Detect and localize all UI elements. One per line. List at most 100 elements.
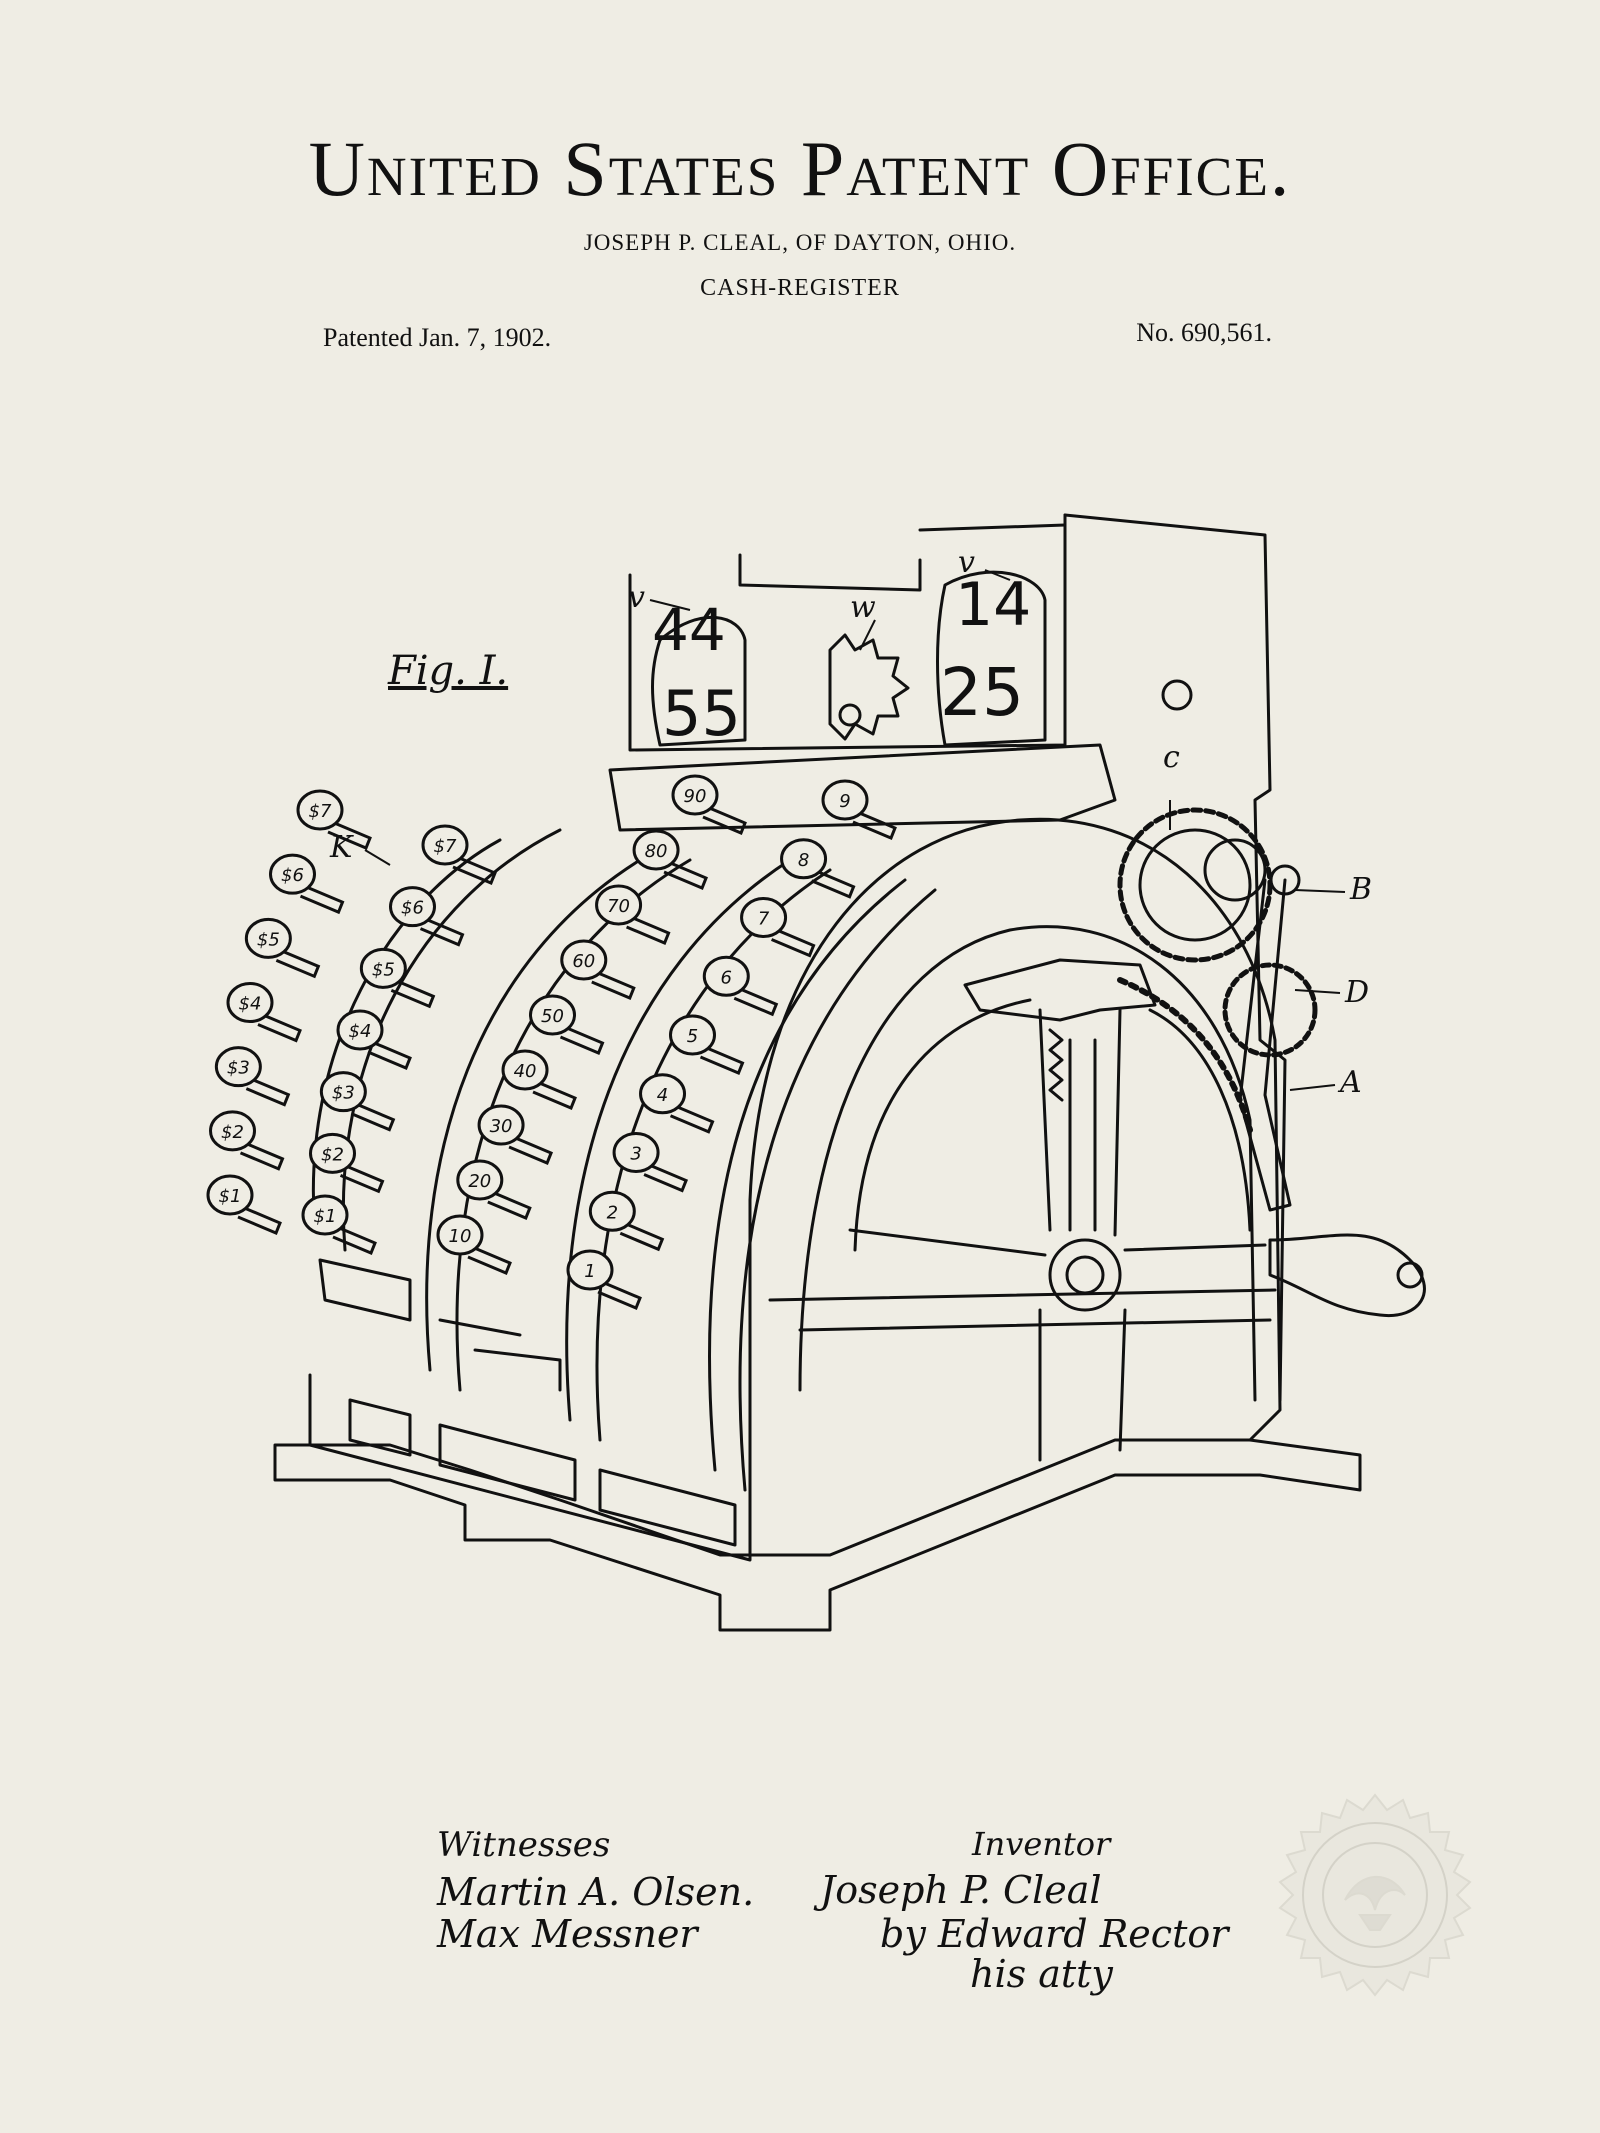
key-stem xyxy=(852,810,897,840)
label-d: D xyxy=(1345,975,1370,1010)
key-cap xyxy=(389,886,436,928)
register-key: 4 xyxy=(639,1073,715,1134)
register-key: $7 xyxy=(421,824,497,885)
key-cap xyxy=(632,829,680,871)
key-cap xyxy=(301,1194,349,1236)
key-cap xyxy=(436,1214,484,1256)
key-cap xyxy=(319,1071,367,1113)
witnesses-heading: Witnesses xyxy=(437,1825,611,1865)
key-stem xyxy=(299,884,345,915)
patent-number: No. 690,561. xyxy=(1136,318,1272,347)
key-cap xyxy=(456,1159,504,1201)
key-label: 10 xyxy=(449,1226,472,1247)
key-cap xyxy=(226,982,274,1023)
label-c: c xyxy=(1163,740,1180,775)
key-stem xyxy=(508,1135,554,1165)
key-stem xyxy=(239,1141,285,1171)
witness-signature-2: Max Messner xyxy=(437,1912,698,1956)
key-label: 4 xyxy=(657,1085,668,1106)
key-cap xyxy=(560,939,608,981)
key-label: $4 xyxy=(349,1021,372,1042)
register-keys: $1$2$3$4$5$6$7$1$2$3$4$5$6$7102030405060… xyxy=(206,774,897,1310)
key-stem xyxy=(390,978,436,1009)
key-stem xyxy=(487,1190,532,1220)
key-label: 90 xyxy=(684,786,707,807)
key-cap xyxy=(209,1110,256,1152)
key-cap xyxy=(477,1104,525,1146)
key-cap xyxy=(529,994,576,1036)
key-cap xyxy=(671,774,719,816)
key-stem xyxy=(733,986,779,1017)
key-label: $7 xyxy=(434,836,457,857)
key-label: 6 xyxy=(721,967,732,988)
key-label: 9 xyxy=(839,791,850,812)
key-stem xyxy=(702,805,747,835)
key-cap xyxy=(669,1014,716,1056)
register-key: 5 xyxy=(669,1014,745,1075)
key-label: $2 xyxy=(321,1144,344,1165)
embossed-seal xyxy=(1278,1793,1472,1997)
key-cap xyxy=(336,1009,384,1051)
key-label: 80 xyxy=(645,841,668,862)
key-stem xyxy=(367,1040,412,1070)
register-key: $5 xyxy=(359,947,436,1009)
key-label: $7 xyxy=(309,801,332,822)
key-cap xyxy=(821,779,869,821)
key-stem xyxy=(625,915,671,945)
register-key: $6 xyxy=(269,853,345,915)
register-key: 90 xyxy=(671,774,747,835)
register-key: $2 xyxy=(309,1132,385,1194)
key-stem xyxy=(591,970,636,1000)
register-key: 6 xyxy=(702,955,779,1017)
label-a: A xyxy=(1340,1065,1362,1100)
key-label: 8 xyxy=(798,850,809,871)
indicator-left-top: 44 xyxy=(652,596,726,664)
label-w: w xyxy=(850,590,876,625)
key-label: 60 xyxy=(572,951,595,972)
key-stem xyxy=(597,1280,642,1310)
key-label: 30 xyxy=(490,1116,513,1137)
key-cap xyxy=(244,917,292,959)
key-stem xyxy=(237,1205,282,1235)
register-key: 50 xyxy=(529,994,605,1055)
key-label: $2 xyxy=(221,1122,244,1143)
key-label: 40 xyxy=(514,1061,537,1082)
indicator-right-top: 14 xyxy=(955,570,1031,640)
key-cap xyxy=(639,1073,687,1115)
inventor-signature: Joseph P. Cleal xyxy=(820,1868,1102,1912)
key-stem xyxy=(327,820,372,850)
register-key: 60 xyxy=(560,939,636,1000)
key-label: 7 xyxy=(758,909,770,930)
label-k: K xyxy=(330,830,353,865)
register-key: 9 xyxy=(821,779,897,840)
inventor-heading: Inventor xyxy=(972,1825,1111,1863)
key-cap xyxy=(595,884,643,926)
figure-label: Fig. I. xyxy=(388,648,509,694)
key-label: $5 xyxy=(257,929,280,950)
key-stem xyxy=(643,1163,689,1193)
key-stem xyxy=(559,1025,605,1055)
register-key: 30 xyxy=(477,1104,554,1165)
key-label: 3 xyxy=(630,1144,641,1165)
register-key: 20 xyxy=(456,1159,532,1220)
key-label: $5 xyxy=(372,959,395,980)
key-stem xyxy=(699,1045,745,1075)
key-stem xyxy=(275,948,321,979)
key-cap xyxy=(206,1174,254,1216)
key-label: $6 xyxy=(281,865,304,886)
key-stem xyxy=(810,869,856,899)
register-key: 10 xyxy=(436,1214,512,1275)
key-stem xyxy=(619,1221,665,1252)
register-key: 70 xyxy=(595,884,671,945)
key-stem xyxy=(332,1225,377,1255)
indicator-right-bottom: 25 xyxy=(940,654,1024,731)
attorney-signature: by Edward Rector xyxy=(880,1912,1229,1956)
key-label: 1 xyxy=(584,1261,595,1282)
register-key: $3 xyxy=(214,1046,291,1107)
key-stem xyxy=(770,928,816,958)
key-stem xyxy=(532,1080,577,1110)
register-key: 1 xyxy=(566,1249,642,1310)
key-stem xyxy=(452,855,497,885)
